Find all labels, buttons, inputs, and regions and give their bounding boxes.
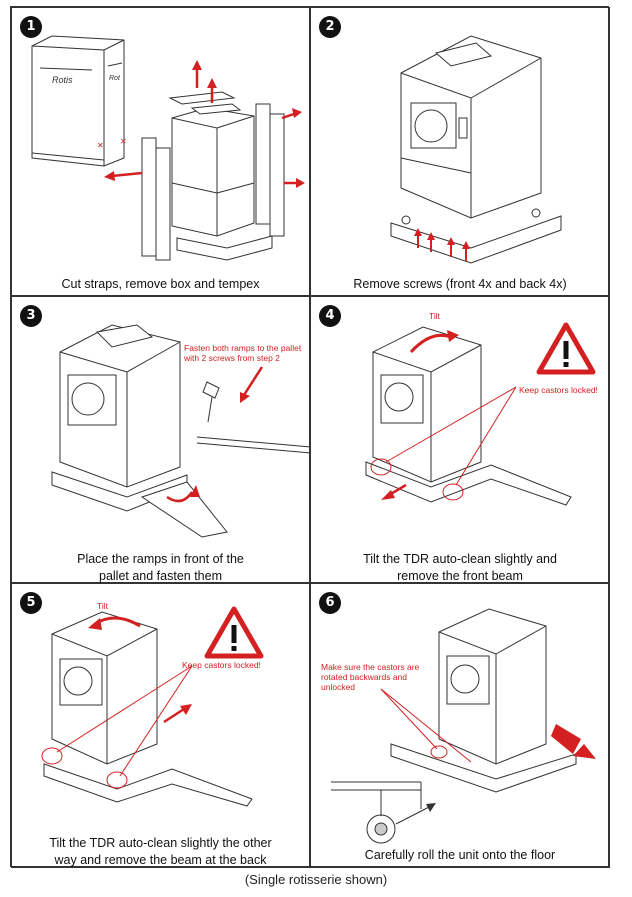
step-2-number: 2 [319, 16, 341, 38]
step-2-panel: 2 Remove screws (front 4x and b [310, 7, 610, 296]
step-3-fasten-note: Fasten both ramps to the pallet with 2 s… [184, 343, 302, 363]
step-3-number: 3 [20, 305, 42, 327]
step-5-panel: 5 Tilt Keep castors locked! Tilt the TDR… [11, 583, 310, 868]
step-6-castor-note: Make sure the castors are rotated backwa… [321, 662, 420, 692]
svg-text:✕: ✕ [97, 141, 104, 150]
step-4-castor-warning: Keep castors locked! [519, 385, 598, 395]
step-1-number: 1 [20, 16, 42, 38]
step-5-caption: Tilt the TDR auto-clean slightly the oth… [49, 836, 272, 867]
step-3-panel: 3 Fasten both ramps to the pallet with 2… [11, 296, 311, 583]
step-6-number: 6 [319, 592, 341, 614]
step-1-panel: 1 Rotis Rot ✕ ✕ [11, 7, 310, 296]
footer-note: (Single rotisserie shown) [244, 872, 388, 887]
instruction-grid: 1 Rotis Rot ✕ ✕ [10, 6, 610, 868]
step-3-caption: Place the ramps in front of the pallet a… [77, 552, 244, 583]
remove-screws-illustration [390, 35, 562, 264]
roll-off-illustration [331, 608, 596, 844]
step-6-caption: Carefully roll the unit onto the floor [364, 848, 556, 862]
ramps-illustration [51, 324, 311, 538]
step-5-number: 5 [20, 592, 42, 614]
svg-text:Rot: Rot [109, 75, 121, 82]
svg-text:Rotis: Rotis [52, 75, 73, 85]
step-6-panel: 6 Make sure the castors are rotated back… [310, 583, 610, 868]
step-5-tilt-label: Tilt [97, 601, 109, 611]
step-1-caption: Cut straps, remove box and tempex [61, 277, 260, 291]
step-4-number: 4 [319, 305, 341, 327]
step-4-caption: Tilt the TDR auto-clean slightly and rem… [363, 552, 557, 583]
svg-text:✕: ✕ [120, 137, 127, 146]
step-4-panel: 4 Tilt Keep castors locked! Tilt the TDR… [310, 296, 610, 583]
tilt-front-illustration [365, 322, 596, 506]
tilt-back-illustration [41, 606, 264, 807]
step-4-tilt-label: Tilt [429, 311, 441, 321]
unboxing-illustration: Rotis Rot ✕ ✕ [31, 35, 305, 261]
step-5-castor-warning: Keep castors locked! [182, 660, 261, 670]
step-2-caption: Remove screws (front 4x and back 4x) [353, 277, 567, 291]
